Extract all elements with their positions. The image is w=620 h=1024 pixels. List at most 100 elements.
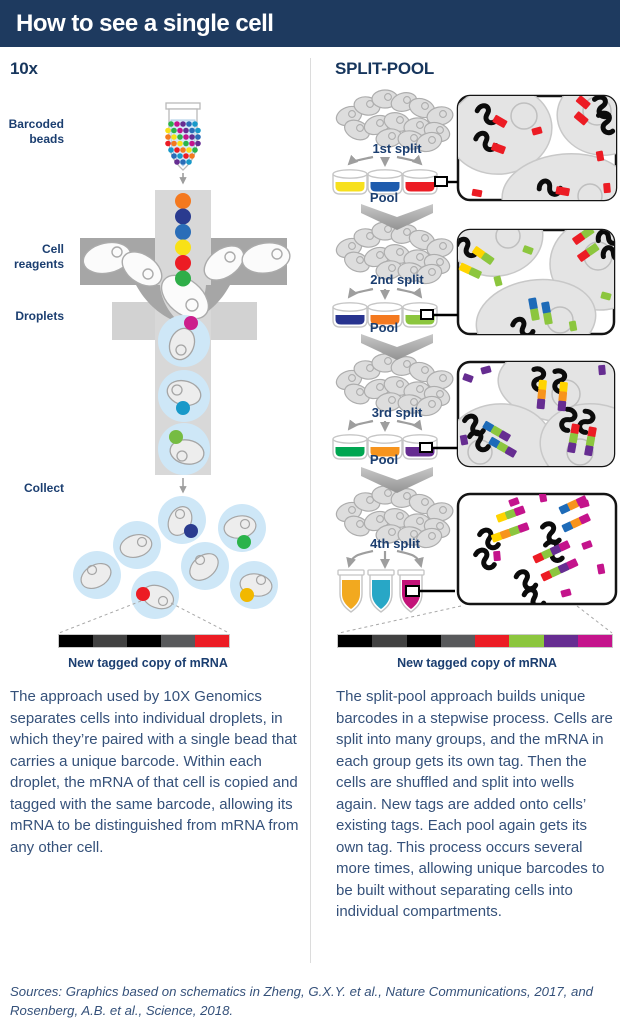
loose-tag <box>595 150 605 162</box>
bead <box>168 147 174 153</box>
loose-tag <box>598 364 606 376</box>
barcode-tag <box>472 246 495 265</box>
loose-tag <box>471 188 483 198</box>
barcode-tag <box>575 96 591 110</box>
sources-note: Sources: Graphics based on schematics in… <box>10 984 593 1018</box>
loose-tag <box>493 275 503 287</box>
bead <box>195 134 201 140</box>
barcode-tag <box>573 111 589 126</box>
zoom-box-mrna-tags <box>455 96 620 608</box>
barcode-segment <box>93 635 127 647</box>
pool-funnels <box>361 204 433 493</box>
loose-tag <box>538 494 548 503</box>
barcode-segment <box>372 635 407 647</box>
droplet <box>230 561 278 609</box>
droplet-bead <box>184 316 198 330</box>
droplet <box>73 551 121 599</box>
zoom-indicator <box>434 176 448 187</box>
page-title: How to see a single cell <box>16 9 274 37</box>
bead <box>171 134 177 140</box>
label-pool-2: Pool <box>369 320 399 335</box>
barcode-segment <box>509 635 544 647</box>
loose-tag <box>459 434 469 446</box>
barcode-tag <box>584 426 597 457</box>
caption-left: New tagged copy of mRNA <box>68 656 228 670</box>
loose-tag <box>596 563 606 575</box>
bead <box>175 239 191 256</box>
title-bar: How to see a single cell <box>0 0 620 47</box>
bead <box>165 127 171 134</box>
cell-cluster <box>335 485 454 549</box>
barcode-segment <box>161 635 195 647</box>
box-tag-layer <box>471 96 619 198</box>
bead <box>174 159 180 165</box>
barcode-segment <box>543 635 578 647</box>
well <box>332 302 368 328</box>
droplet-bead <box>176 401 190 415</box>
bead <box>180 121 186 127</box>
loose-tag <box>568 320 578 332</box>
droplet <box>158 496 206 544</box>
box-tag-layer <box>473 494 606 608</box>
bead <box>175 270 191 287</box>
well <box>332 434 368 460</box>
tenx-panel <box>58 102 291 634</box>
label-collect: Collect <box>23 481 64 495</box>
loose-tag <box>480 365 492 375</box>
zoom-indicator <box>420 309 434 320</box>
sample-tube <box>337 569 365 613</box>
label-barcoded-beads: Barcoded beads <box>8 117 64 146</box>
bead-tube <box>165 102 201 171</box>
bead <box>180 159 186 165</box>
bead <box>174 147 180 153</box>
channel-beads <box>175 193 191 287</box>
barcode-tag <box>555 186 570 197</box>
barcode-tag <box>532 540 571 564</box>
bead <box>168 121 174 127</box>
bead <box>189 153 195 159</box>
bead <box>177 153 183 159</box>
bead <box>183 140 189 147</box>
droplets-in-channel <box>158 315 210 475</box>
droplet <box>113 521 161 569</box>
label-4th-split: 4th split <box>370 536 420 551</box>
bead <box>177 140 183 147</box>
bead <box>171 140 177 147</box>
droplet <box>181 542 229 590</box>
barcode-tag <box>572 230 595 245</box>
barcode-tag <box>577 243 600 262</box>
loose-tag <box>462 373 474 383</box>
barcode-tag <box>567 423 580 454</box>
bead <box>165 134 171 140</box>
barcode-segment <box>475 635 510 647</box>
barcode-tag <box>536 379 547 410</box>
cell-clusters <box>335 89 454 549</box>
barcode-tag <box>528 297 540 321</box>
label-droplets: Droplets <box>15 309 64 323</box>
label-1st-split: 1st split <box>372 141 422 156</box>
column-divider <box>310 58 311 963</box>
loose-tag <box>493 550 501 562</box>
cell-cluster <box>335 353 454 417</box>
junction-wall-left <box>136 285 180 323</box>
barcode-segment <box>577 635 612 647</box>
loose-tag <box>508 497 520 507</box>
bead <box>186 147 192 153</box>
bead <box>183 127 189 134</box>
loose-tag <box>600 291 612 301</box>
loose-tag <box>581 540 593 550</box>
zoom-connectors <box>405 176 458 597</box>
barcode-tag <box>490 142 506 155</box>
bead <box>174 121 180 127</box>
collected-droplets <box>73 496 278 619</box>
bead <box>186 121 192 127</box>
sample-tube <box>367 569 395 613</box>
label-3rd-split: 3rd split <box>371 405 423 420</box>
caption-right: New tagged copy of mRNA <box>397 656 557 670</box>
well <box>402 169 438 195</box>
right-column-heading: SPLIT-POOL <box>335 59 435 78</box>
paragraph-10x: The approach used by 10X Genomics separa… <box>10 688 299 856</box>
label-cell-reagents: Cell reagents <box>13 242 64 271</box>
